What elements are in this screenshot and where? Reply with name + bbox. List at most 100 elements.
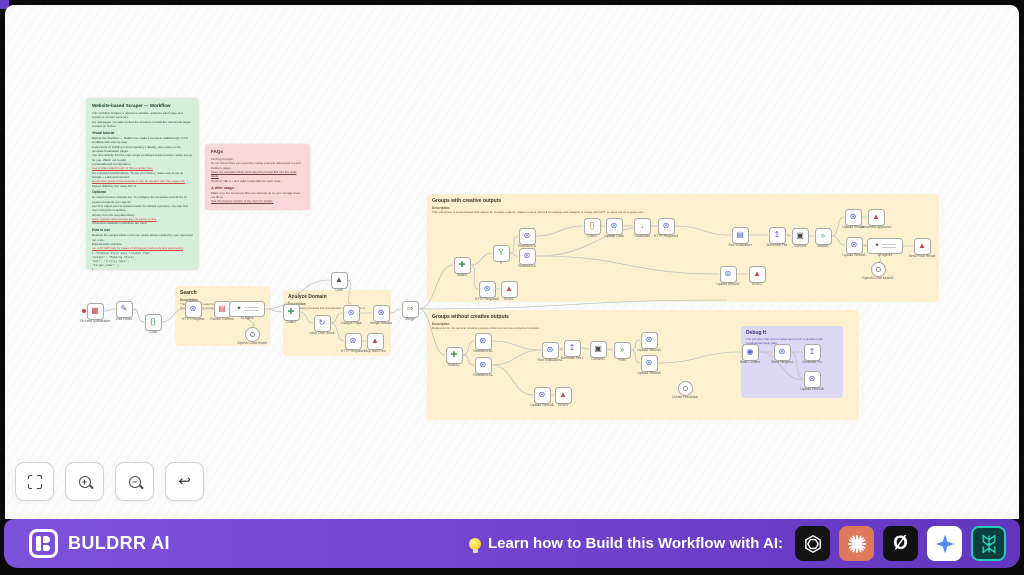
node-upload-result1[interactable]: ⊛Upload Result1 [842, 236, 866, 256]
node-update-data[interactable]: ⊛Update Data [604, 217, 624, 237]
node-loop-over-items[interactable]: ↻Loop Over Items [309, 314, 335, 334]
node-convert1[interactable]: ▣Convert1 [589, 340, 607, 360]
note-line: directly from the template library. [92, 212, 136, 217]
node-switch1[interactable]: ✚Switch1 [445, 346, 463, 366]
node-label: Error1 [504, 296, 514, 301]
note-line: Speed: 840/day. For using API v1. [92, 183, 138, 188]
node-error2[interactable]: ▲Error2 [748, 265, 766, 285]
node-label: Upload Result3 [637, 347, 661, 352]
node-icon: ⊛ [483, 284, 491, 293]
note-line: Visual tutorial [92, 130, 115, 135]
node-send-request[interactable]: ⊛Send Request [771, 343, 793, 363]
node-download[interactable]: ↓Download [633, 217, 651, 237]
node-upload-result3[interactable]: ⊛Upload Result3 [637, 331, 661, 351]
note-line: run until GET [api] for pages of all fla… [92, 246, 184, 251]
note-line: store, typical Canal Google key, deviati… [92, 217, 157, 222]
node-http-request3[interactable]: ⊛HTTP Request3 [654, 217, 678, 237]
note-line: Finding prompts: [211, 157, 234, 161]
zoom-out-icon: − [128, 475, 141, 488]
group-desc: Reference for the general creative proce… [432, 326, 540, 330]
gemini-icon[interactable] [927, 526, 962, 561]
node-upload-result4[interactable]: ⊛Upload Result4 [637, 354, 661, 374]
node-icon: Y [498, 248, 504, 257]
node-upload-result[interactable]: ⊛Upload Result [842, 208, 864, 228]
node-label: Upload Result5 [530, 402, 554, 407]
promo-text: Learn how to Build this Workflow with AI… [488, 535, 783, 552]
note-title: FAQs [211, 149, 223, 154]
grok-icon[interactable]: Ø [883, 526, 918, 561]
node-limit[interactable]: ▲Limit [330, 271, 348, 291]
node-icon: ↻ [318, 318, 326, 327]
node-icon: ▣ [594, 344, 602, 353]
note-line: ⚠ After usage: [211, 185, 235, 190]
node-code1[interactable]: ✚Code1 [282, 303, 300, 323]
node-research-a[interactable]: ⊛Research A [518, 247, 536, 267]
node-upload-result2[interactable]: ⊛Upload Result2 [716, 265, 740, 285]
group-desc: Fetches every provided link and decides … [288, 306, 366, 310]
claude-icon[interactable] [839, 526, 874, 561]
node-icon: ▲ [505, 284, 513, 293]
node-extract-content[interactable]: ▤Extract Content [210, 300, 234, 320]
node-icon: ⊛ [479, 336, 487, 345]
group-desc: The sub-flow that re-runs failed items t… [746, 337, 823, 345]
node-label: Upload Result4 [637, 370, 661, 375]
zoom-in-button[interactable]: + [65, 462, 104, 501]
node-ai-agent1[interactable]: ✦AI Agent1 [867, 238, 903, 257]
node-filter[interactable]: »Filter [613, 341, 631, 361]
node-merge-results[interactable]: ⊛Merge Results [370, 304, 392, 324]
node-generate-file1[interactable]: ↥Generate File1 [561, 339, 583, 359]
node-document-approved[interactable]: ▲Document Approved [861, 208, 891, 228]
promo-text-row: Learn how to Build this Workflow with AI… [469, 535, 783, 553]
node-error3[interactable]: ▲Error3 [554, 386, 572, 406]
node-build-context[interactable]: ◉Build Context [740, 343, 760, 363]
node-generate-file[interactable]: ↥Generate File [767, 226, 787, 246]
fit-view-button[interactable] [15, 462, 54, 501]
node-merge[interactable]: ⇒Merge [401, 300, 419, 320]
perplexity-icon[interactable] [971, 526, 1006, 561]
node-icon: ⊛ [849, 212, 857, 221]
undo-icon: ↩ [178, 473, 191, 490]
note-line: You also directly find the main areas co… [92, 153, 192, 162]
workflow-canvas[interactable] [5, 5, 1019, 519]
node-research-b1[interactable]: ⊛Research B1 [473, 332, 493, 352]
node-openai-chat-model1[interactable]: OpenAI Chat Model1 [862, 261, 894, 279]
zoom-out-button[interactable]: − [115, 462, 154, 501]
openai-icon[interactable] [795, 526, 830, 561]
node-label: AI Agent [240, 316, 254, 320]
node-analyze-page[interactable]: ⊛Analyze Page [341, 304, 361, 324]
node-run-evaluation1[interactable]: ⊛Run Evaluation1 [538, 341, 562, 361]
node-upload-result5[interactable]: ⊛Upload Result5 [530, 386, 554, 406]
node-switch[interactable]: ✚Switch [453, 256, 471, 276]
undo-button[interactable]: ↩ [165, 462, 204, 501]
node-label: Error2 [752, 281, 762, 286]
node-upload-result6[interactable]: ⊛Upload Result6 [800, 370, 824, 390]
note-line: Replace the sample fields in the two nod… [92, 233, 193, 242]
node-research-a1[interactable]: ⊛Research A1 [473, 356, 493, 376]
node-icon: ↥ [773, 230, 781, 239]
node-convert[interactable]: ▣Convert [791, 227, 809, 247]
node-http-request[interactable]: ⊛HTTP Request [182, 300, 204, 320]
node-on-form-submission[interactable]: ▦On form submission [80, 302, 110, 322]
node-code[interactable]: {}Code [144, 313, 162, 333]
node-create-feedback[interactable]: Create Feedback [672, 380, 698, 398]
node-openai-chat-model[interactable]: OpenAI Chat Model [237, 326, 267, 344]
node-label: Merge [405, 316, 415, 321]
node-ai-agent[interactable]: ✦AI Agent [229, 301, 265, 320]
node-send-final-result[interactable]: ▲Send Final Result [909, 237, 935, 257]
node-label: HTTP Request3 [653, 233, 679, 238]
node-code2[interactable]: {}Code2 [583, 217, 601, 237]
node-stop-and-error[interactable]: ▲Stop and Error [364, 332, 386, 352]
node-http-request2[interactable]: ⊛HTTP Request2 [475, 280, 499, 300]
node-research-b[interactable]: ⊛Research B [518, 227, 536, 247]
node-edit-fields[interactable]: ✎Edit Fields [115, 300, 133, 320]
node-run-evaluation[interactable]: ▤Run Evaluation [729, 226, 752, 246]
promo-bar: BULDRR AI Learn how to Build this Workfl… [4, 519, 1020, 568]
node-http-request1[interactable]: ⊛HTTP Request1 [341, 332, 365, 352]
note-line: "output": "Mapping Style", [92, 254, 136, 259]
node-branch[interactable]: »Branch [814, 227, 832, 247]
node-generate-fix[interactable]: ↥Generate Fix [802, 343, 822, 363]
node-error1[interactable]: ▲ Error1 [500, 280, 518, 300]
